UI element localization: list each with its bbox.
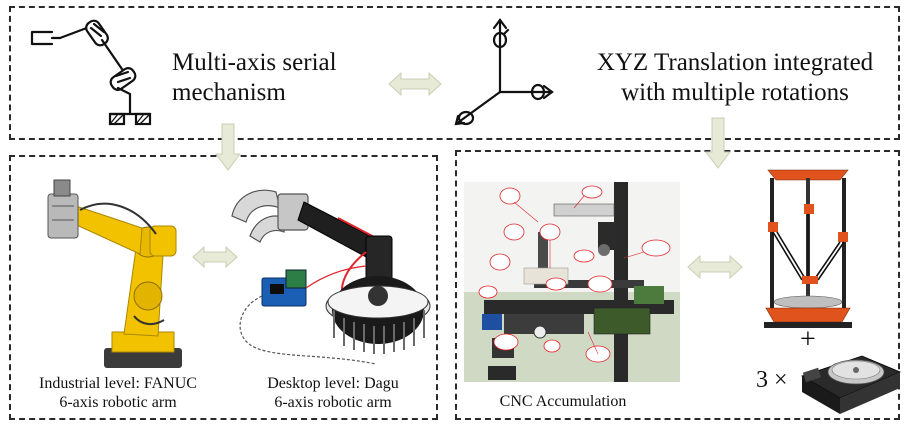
cnc-caption: CNC Accumulation — [499, 393, 627, 410]
double-arrow-bottom-left — [192, 245, 238, 269]
down-arrow-right — [705, 117, 731, 169]
delta-printer-image — [760, 162, 856, 330]
xyz-translation-label-line2: with multiple rotations — [621, 79, 849, 106]
fanuc-caption-line1: Industrial level: FANUC — [39, 375, 197, 392]
bottom-right-dashed-frame — [455, 150, 900, 420]
dagu-robot-image — [231, 189, 431, 365]
fanuc-robot-image — [47, 179, 182, 368]
multiplier-label: 3 × — [756, 367, 788, 393]
plus-sign: + — [800, 324, 816, 355]
fanuc-caption: Industrial level: FANUC 6-axis robotic a… — [18, 374, 218, 412]
serial-mechanism-label-line2: mechanism — [172, 79, 286, 106]
dagu-caption-line2: 6-axis robotic arm — [274, 394, 392, 411]
xyz-axes-rotation-icon — [454, 18, 554, 126]
serial-mechanism-label-line1: Multi-axis serial — [172, 49, 337, 76]
top-dashed-frame — [9, 6, 900, 140]
double-arrow-bottom-right — [687, 254, 743, 280]
serial-mechanism-label: Multi-axis serial mechanism — [172, 48, 352, 108]
fanuc-caption-line2: 6-axis robotic arm — [59, 394, 177, 411]
xyz-translation-label: XYZ Translation integrated with multiple… — [570, 48, 900, 108]
cnc-accumulation-image — [464, 182, 680, 382]
rotary-stage-image — [801, 355, 902, 414]
dagu-caption: Desktop level: Dagu 6-axis robotic arm — [244, 374, 422, 412]
dagu-caption-line1: Desktop level: Dagu — [267, 375, 399, 392]
robot-arm-schematic-icon — [30, 19, 152, 126]
double-arrow-top — [388, 71, 442, 97]
down-arrow-left — [215, 123, 241, 171]
xyz-translation-label-line1: XYZ Translation integrated — [596, 49, 874, 76]
